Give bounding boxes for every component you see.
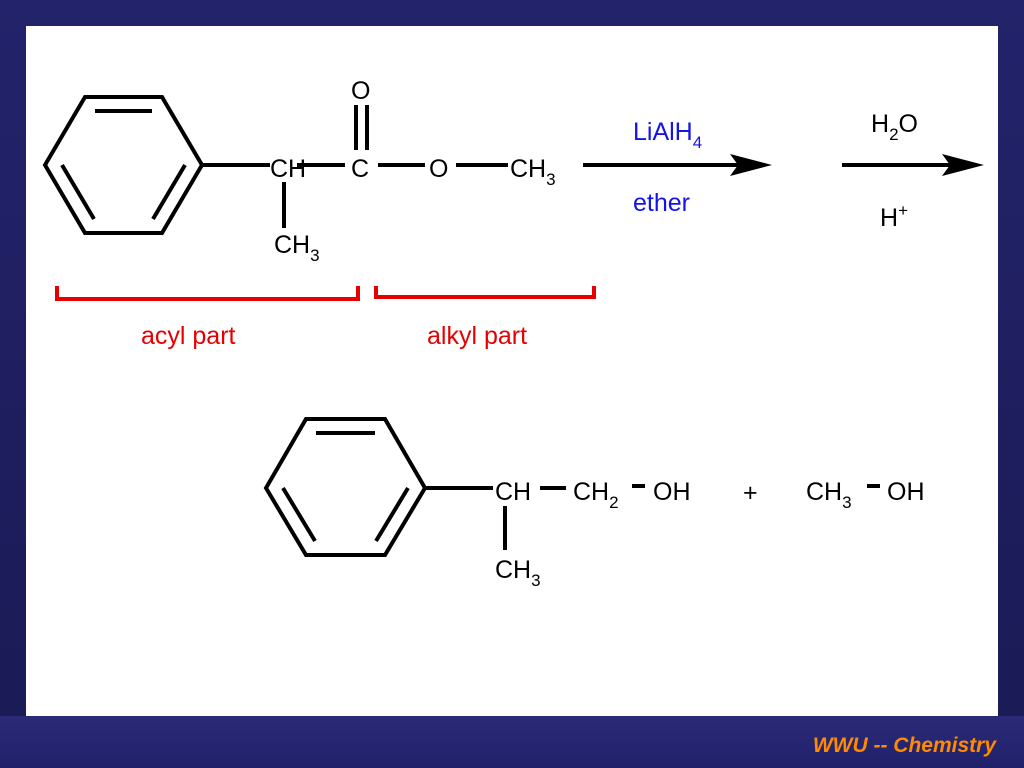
reagent-lialh4: LiAlH4 xyxy=(633,118,702,152)
alkyl-bracket xyxy=(374,286,596,299)
reagent-acid: H+ xyxy=(880,201,908,232)
reactant-methyl-branch: CH3 xyxy=(274,231,320,265)
reaction-arrow-step1 xyxy=(583,154,772,176)
methanol-hydroxyl: OH xyxy=(887,478,925,506)
acyl-part-label: acyl part xyxy=(141,322,236,350)
product-methyl-branch: CH3 xyxy=(495,556,541,590)
carbonyl-carbon: C xyxy=(351,155,369,183)
carbonyl-oxygen: O xyxy=(351,77,370,105)
reactant-ch: CH xyxy=(270,155,306,183)
product-ch: CH xyxy=(495,478,531,506)
acyl-bracket xyxy=(55,286,360,301)
reactant-bonds xyxy=(202,105,508,228)
product-hydroxyl: OH xyxy=(653,478,691,506)
product-bonds xyxy=(425,486,566,550)
reaction-arrow-step2 xyxy=(842,154,984,176)
footer-label: WWU -- Chemistry xyxy=(812,734,996,757)
reagent-ether: ether xyxy=(633,189,690,217)
reactant-benzene-ring xyxy=(42,95,205,235)
ester-oxygen: O xyxy=(429,155,448,183)
alkyl-part-label: alkyl part xyxy=(427,322,527,350)
plus-sign: + xyxy=(743,479,758,507)
product-benzene-ring xyxy=(263,417,428,557)
product-ch2: CH2 xyxy=(573,478,619,512)
footer-bar xyxy=(0,716,1024,768)
reagent-water: H2O xyxy=(871,110,918,144)
methyl-ester-group: CH3 xyxy=(510,155,556,189)
methanol-ch3: CH3 xyxy=(806,478,852,512)
